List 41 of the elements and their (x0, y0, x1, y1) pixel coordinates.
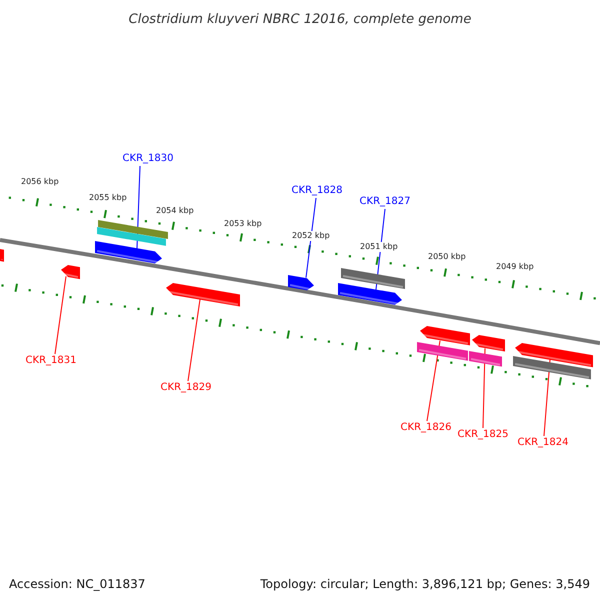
gene-label: CKR_1825 (458, 429, 508, 441)
leader-line (426, 340, 440, 422)
leader-line (482, 348, 486, 428)
scale-label: 2050 kbp (428, 252, 466, 262)
leader-line (188, 298, 200, 382)
gene-block (515, 342, 593, 367)
genome-info-text: Topology: circular; Length: 3,896,121 bp; Genes: 3,549 (260, 576, 590, 593)
gene-block (472, 335, 505, 352)
scale-label: 2052 kbp (292, 231, 330, 241)
feature-bar (513, 356, 591, 380)
gene-label: CKR_1824 (518, 437, 568, 449)
scale-label: 2054 kbp (156, 206, 194, 216)
gene-block (95, 241, 162, 264)
gene-label: CKR_1826 (400, 422, 452, 434)
scale-label: 2051 kbp (360, 242, 398, 252)
gene-block (338, 283, 402, 305)
feature-bar (469, 350, 502, 366)
feature-bar (98, 220, 168, 240)
scale-label: 2055 kbp (89, 193, 127, 203)
feature-bar (97, 227, 166, 246)
accession-text: Accession: NC_011837 (9, 576, 146, 593)
feature-bar (0, 249, 4, 262)
title: Clostridium kluyveri NBRC 12016, complete genome (128, 11, 472, 29)
leader-line (306, 198, 316, 278)
gene-block (420, 326, 470, 346)
feature-bar (417, 342, 468, 360)
gene-label: CKR_1830 (122, 153, 174, 165)
scale-label: 2053 kbp (224, 219, 262, 229)
gene-label: CKR_1828 (292, 185, 342, 197)
feature-bar (341, 268, 405, 289)
leader-line (54, 276, 66, 354)
gene-label: CKR_1827 (360, 196, 410, 208)
gene-block (61, 264, 80, 279)
gene-block (288, 274, 314, 290)
leader-line (136, 166, 140, 250)
gene-block (166, 282, 240, 306)
leader-line (544, 359, 550, 436)
scale-label: 2049 kbp (496, 262, 534, 272)
scale-label: 2056 kbp (21, 177, 59, 187)
gene-label: CKR_1829 (160, 382, 212, 394)
gene-label: CKR_1831 (26, 355, 76, 367)
